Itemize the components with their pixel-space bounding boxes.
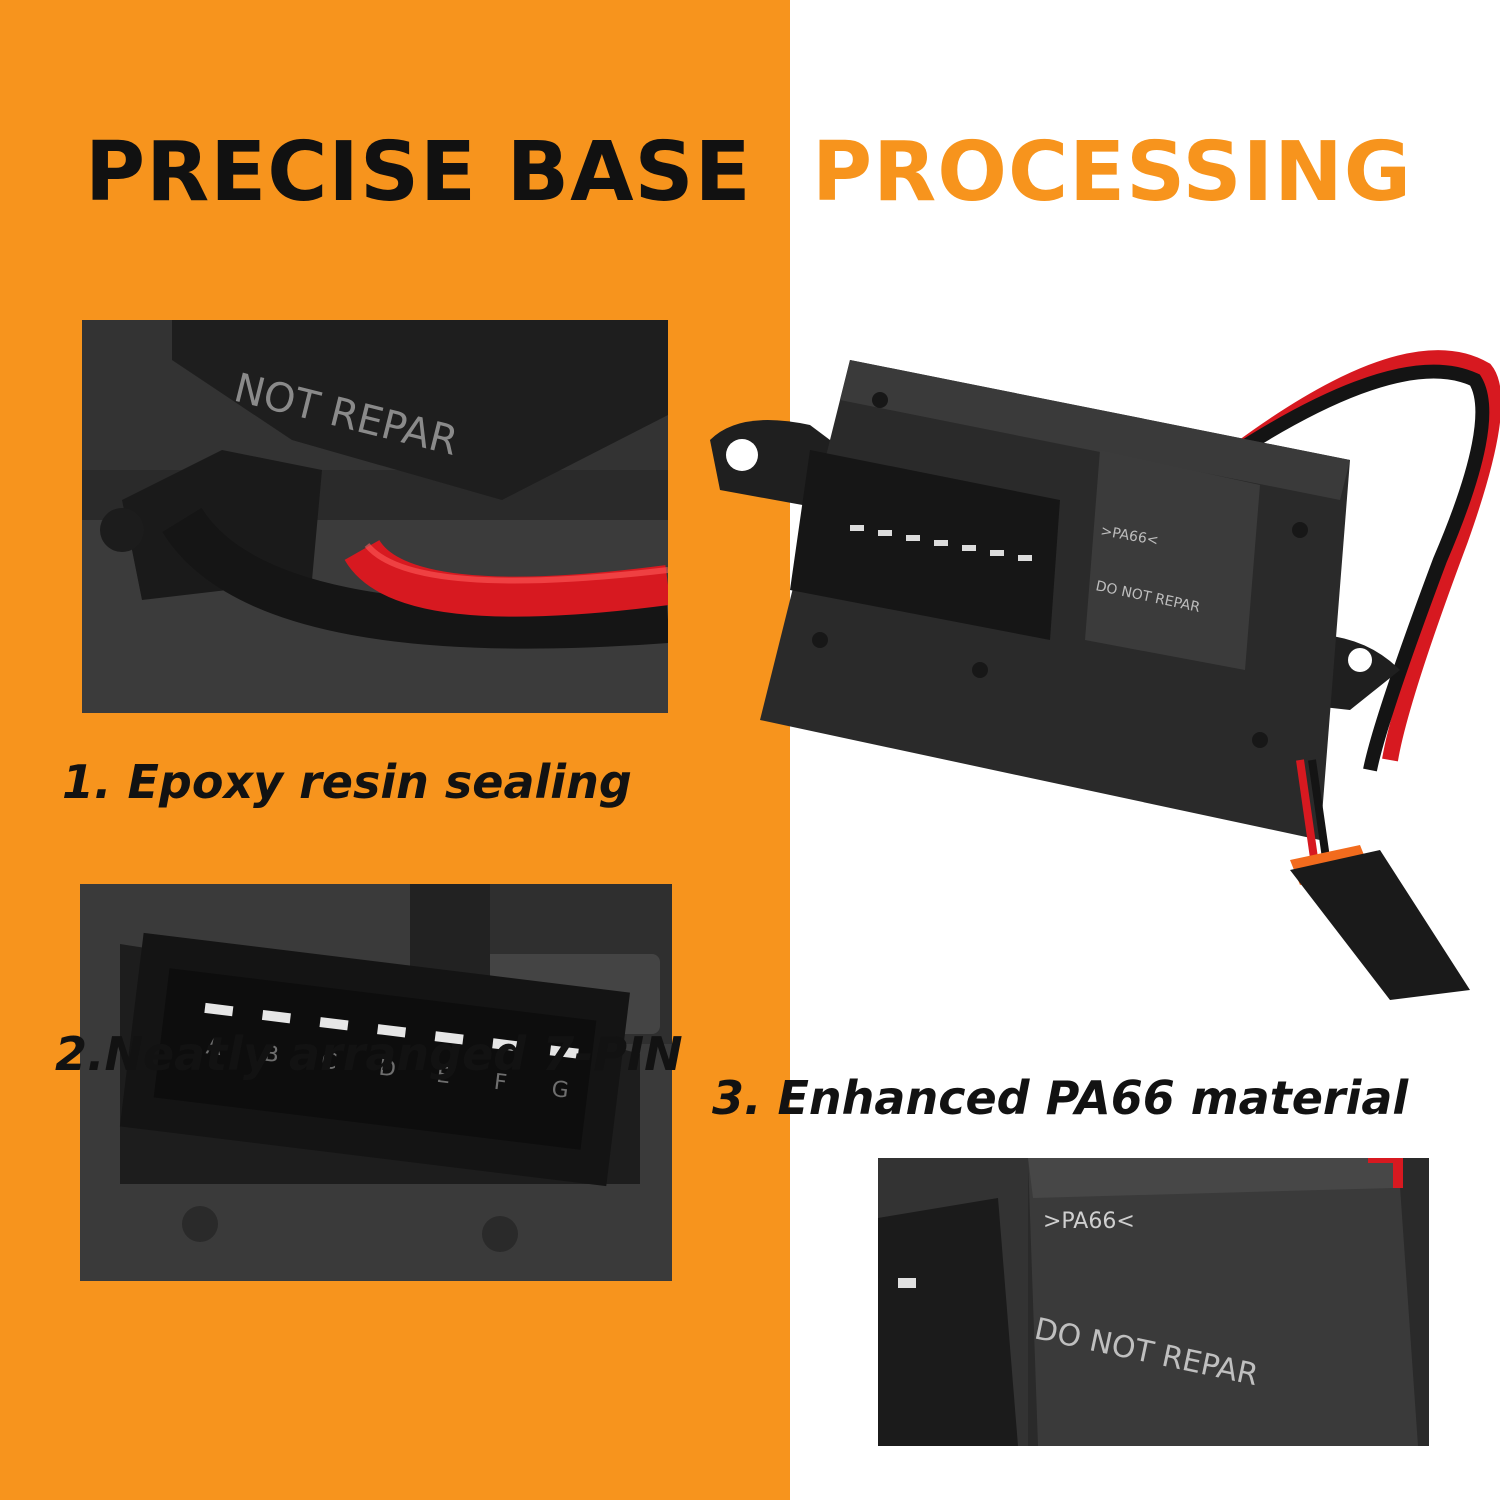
pin-letter-b: B: [262, 1042, 280, 1069]
headline-part-dark: PRECISE BASE: [85, 125, 752, 220]
caption-material: 3. Enhanced PA66 material: [712, 1071, 1409, 1125]
headline-part-orange: PROCESSING: [812, 125, 1413, 220]
product-pin-c: [906, 535, 920, 541]
pin-letter-c: C: [320, 1049, 338, 1076]
pin-a: [204, 1002, 234, 1017]
product-pin-d: [934, 540, 948, 546]
seven-pin-connector-closeup-photo: A B C D E F G: [80, 884, 672, 1281]
pin-letter-g: G: [550, 1077, 570, 1104]
pin-letter-e: E: [435, 1063, 452, 1090]
caption-epoxy: 1. Epoxy resin sealing: [62, 755, 632, 809]
pin-letter-a: A: [205, 1034, 223, 1061]
headline: PRECISE BASE PROCESSING: [0, 108, 1500, 238]
pin-e: [434, 1031, 464, 1045]
product-pin-b: [878, 530, 892, 536]
product-pin-f: [990, 550, 1004, 556]
pin-c: [319, 1017, 349, 1031]
pa66-housing-closeup-photo: >PA66< DO NOT REPAR: [878, 1158, 1429, 1446]
pin-g: [549, 1045, 579, 1059]
epoxy-sealing-closeup-photo: NOT REPAR: [82, 320, 668, 713]
product-pin-a: [850, 525, 864, 531]
pin-f: [492, 1038, 522, 1052]
pin-letter-f: F: [493, 1070, 509, 1096]
product-pin-g: [1018, 555, 1032, 561]
product-pin-e: [962, 545, 976, 551]
pin-letter-d: D: [377, 1056, 397, 1083]
marking-pa66: >PA66<: [1043, 1209, 1135, 1234]
pin-b: [261, 1010, 291, 1024]
caption-pins: 2.Neatly arranged 7-PIN: [55, 1027, 683, 1081]
pin-d: [377, 1024, 407, 1038]
blower-motor-resistor-product-photo: >PA66< DO NOT REPAR: [700, 340, 1500, 1000]
